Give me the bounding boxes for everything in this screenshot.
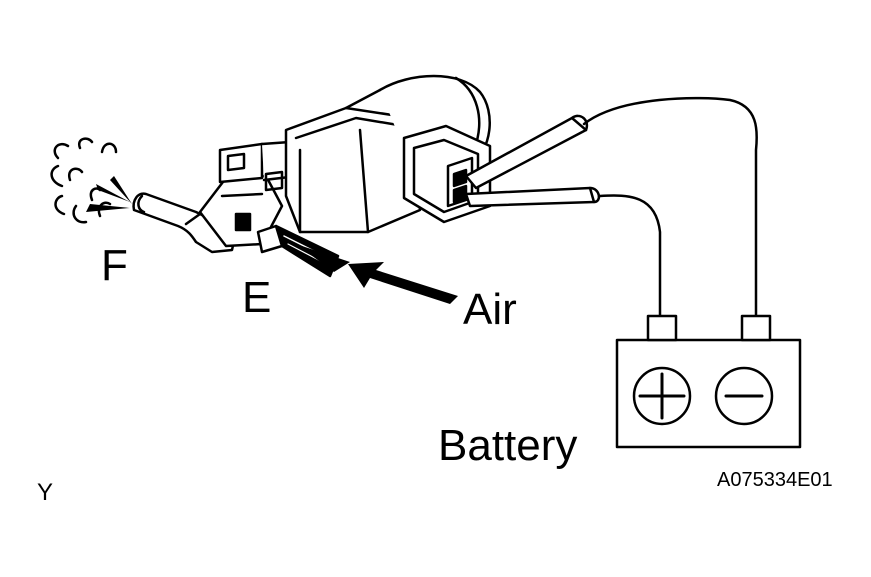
port-f-nozzle	[132, 192, 238, 254]
figure-code: A075334E01	[717, 469, 833, 491]
port-e-inlet	[256, 224, 340, 278]
battery-leads	[582, 96, 759, 318]
battery-label: Battery	[438, 421, 578, 470]
port-f-label: F	[101, 241, 128, 290]
air-label: Air	[463, 285, 517, 334]
test-probes	[464, 114, 601, 208]
air-direction-arrow	[296, 244, 458, 304]
air-puff-icon	[50, 137, 132, 224]
negative-terminal	[740, 314, 772, 342]
port-e-label: E	[242, 273, 272, 322]
vsv-valve-body	[198, 140, 300, 248]
battery-icon	[615, 314, 802, 449]
corner-mark: Y	[37, 479, 54, 506]
positive-terminal	[646, 314, 678, 342]
